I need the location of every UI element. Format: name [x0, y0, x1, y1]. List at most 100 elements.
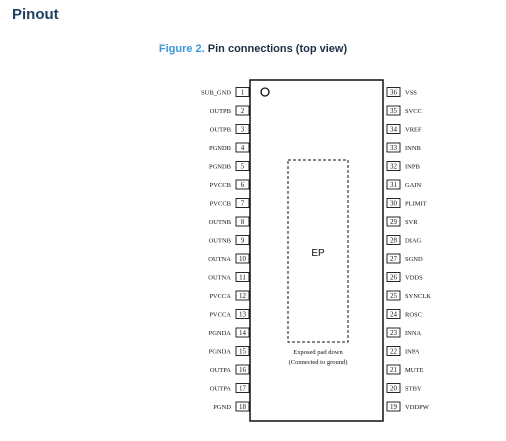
- pin-number: 19: [390, 403, 398, 411]
- pin-box: [235, 383, 250, 393]
- pin-name: VDDPW: [405, 404, 430, 411]
- pin-number: 7: [241, 199, 245, 207]
- pin-number: 29: [390, 218, 398, 226]
- pin1-marker: [260, 87, 270, 97]
- pin-number: 17: [239, 384, 247, 392]
- pin-number: 11: [239, 273, 246, 281]
- pin-number: 3: [241, 125, 245, 133]
- pin-name: OUTPA: [210, 385, 231, 392]
- pin-number: 13: [239, 310, 247, 318]
- pin-name: INPB: [405, 163, 420, 170]
- pin-number: 6: [241, 181, 245, 189]
- pin-name: VSS: [405, 89, 417, 96]
- pin-box: [235, 198, 250, 208]
- pin-number: 10: [239, 255, 247, 263]
- pin-name: PGNDB: [209, 163, 232, 170]
- pin-number: 27: [390, 255, 398, 263]
- pin-number: 15: [239, 347, 247, 355]
- pin-number: 23: [390, 329, 398, 337]
- figure-caption: Figure 2. Pin connections (top view): [0, 43, 506, 55]
- pin-name: INPA: [405, 348, 420, 355]
- pin-box: [386, 327, 401, 338]
- pin-box: [235, 401, 250, 412]
- pin-box: [386, 87, 401, 97]
- pin-box: [235, 309, 250, 319]
- pin-box: [235, 253, 250, 264]
- pin-box: [235, 124, 250, 134]
- pin-box: [386, 383, 401, 393]
- pin-number: 36: [390, 88, 398, 96]
- pin-name: PVCCA: [209, 311, 231, 318]
- pin-box: [386, 124, 401, 134]
- pin-name: INNA: [405, 330, 422, 337]
- pin-name: PGNDB: [209, 145, 232, 152]
- section-title: Pinout: [12, 6, 59, 23]
- pin-number: 24: [390, 310, 398, 318]
- pin-name: OUTNA: [208, 256, 231, 263]
- pin-number: 31: [390, 181, 398, 189]
- pin-row-17: 17 OUTPA: [210, 383, 250, 393]
- pin-box: [235, 290, 250, 301]
- pin-box: [386, 235, 401, 245]
- pin-box: [386, 142, 401, 153]
- pin-box: [235, 87, 250, 97]
- pin-row-23: 23 INNA: [386, 327, 422, 338]
- exposed-pad-note-line1: Exposed pad down: [293, 349, 343, 356]
- pin-number: 28: [390, 236, 398, 244]
- pin-number: 4: [241, 144, 245, 152]
- pin-number: 14: [239, 329, 247, 337]
- exposed-pad-outline: [287, 159, 349, 343]
- pin-name: OUTNA: [208, 274, 231, 281]
- pin-number: 26: [390, 273, 398, 281]
- pin-row-10: 10 OUTNA: [208, 253, 250, 264]
- pin-number: 22: [390, 347, 398, 355]
- pin-box: [386, 272, 401, 282]
- pin-number: 30: [390, 199, 398, 207]
- pin-box: [235, 272, 250, 282]
- pin-box: [386, 216, 401, 227]
- pin-box: [386, 179, 401, 190]
- pin-name: INNB: [405, 145, 422, 152]
- pin-box: [235, 346, 250, 356]
- pin-name: SGND: [405, 256, 423, 263]
- pin-row-7: 7 PVCCB: [210, 198, 250, 208]
- ic-package-body: [249, 79, 384, 422]
- exposed-pad-note-line2: (Connected to ground): [289, 359, 348, 366]
- pin-number: 32: [390, 162, 398, 170]
- pin-row-27: 27 SGND: [386, 253, 423, 264]
- pin-box: [235, 161, 250, 171]
- pin-name: PGNDA: [209, 330, 232, 337]
- pin-box: [235, 235, 250, 245]
- pin-row-11: 11 OUTNA: [208, 272, 250, 282]
- pin-number: 2: [241, 107, 245, 115]
- pin-box: [386, 401, 401, 412]
- pin-row-13: 13 PVCCA: [209, 309, 250, 319]
- pin-row-19: 19 VDDPW: [386, 401, 430, 412]
- exposed-pad-label: EP: [311, 248, 325, 259]
- pin-name: PVCCA: [209, 293, 231, 300]
- pin-row-36: 36 VSS: [386, 87, 417, 97]
- pin-number: 35: [390, 107, 398, 115]
- pin-box: [235, 216, 250, 227]
- pin-name: PGND: [213, 404, 231, 411]
- pin-name: SUB_GND: [201, 89, 231, 96]
- pin-number: 9: [241, 236, 245, 244]
- pin-number: 8: [241, 218, 245, 226]
- pin-name: PVCCB: [210, 200, 232, 207]
